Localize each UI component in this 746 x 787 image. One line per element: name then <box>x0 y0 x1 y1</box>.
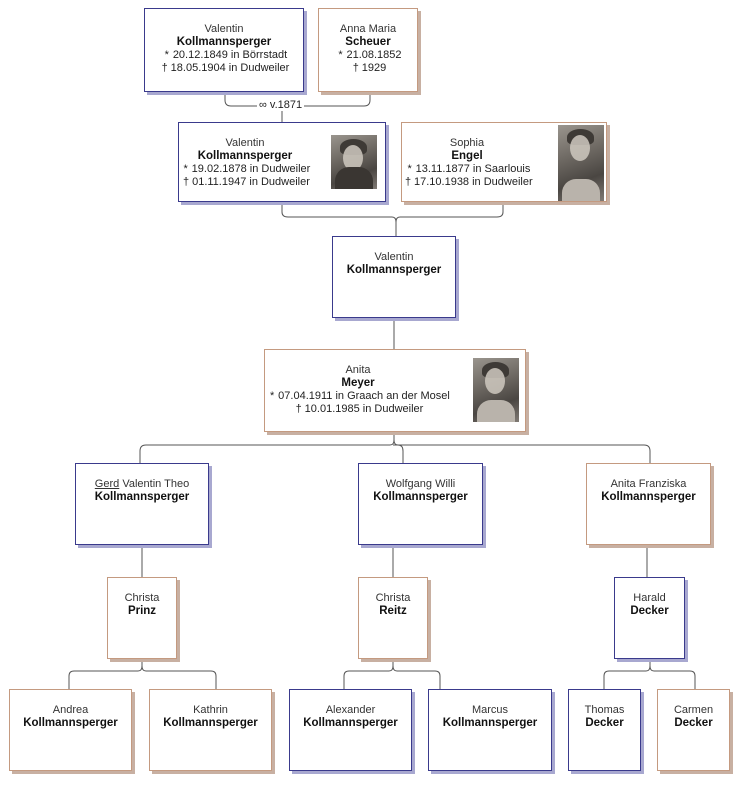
surname: Prinz <box>127 605 157 617</box>
person-box-gc-andrea[interactable]: Andrea Kollmannsperger <box>9 689 132 771</box>
person-box-child-gerd[interactable]: Gerd Valentin Theo Kollmannsperger <box>75 463 209 545</box>
person-box-gc-kathrin[interactable]: Kathrin Kollmannsperger <box>149 689 272 771</box>
portrait-photo[interactable] <box>473 358 519 422</box>
person-box-gc-carmen[interactable]: Carmen Decker <box>657 689 730 771</box>
given-name: Anita Franziska <box>610 478 687 490</box>
person-box-gc-alexander[interactable]: Alexander Kollmannsperger <box>289 689 412 771</box>
death-event: †1929 <box>319 62 417 75</box>
given-name: Kathrin <box>193 704 228 716</box>
surname: Decker <box>585 717 624 729</box>
person-box-spouse[interactable]: Anita Meyer *07.04.1911 in Graach an der… <box>264 349 526 432</box>
call-name: Gerd <box>94 478 120 490</box>
person-box-father[interactable]: Valentin Kollmannsperger *19.02.1878 in … <box>178 122 386 202</box>
death-event: †18.05.1904 in Dudweiler <box>145 62 303 75</box>
death-event: †01.11.1947 in Dudweiler <box>179 176 311 189</box>
given-name: Valentin <box>374 251 414 263</box>
person-box-spouse-prinz[interactable]: Christa Prinz <box>107 577 177 659</box>
given-name: Wolfgang Willi <box>385 478 456 490</box>
surname: Kollmannsperger <box>23 717 118 729</box>
birth-event: *19.02.1878 in Dudweiler <box>179 163 311 176</box>
person-box-spouse-decker[interactable]: Harald Decker <box>614 577 685 659</box>
surname: Meyer <box>341 377 375 389</box>
given-name: Thomas <box>584 704 625 716</box>
death-event: †17.10.1938 in Dudweiler <box>402 176 533 189</box>
birth-event: *21.08.1852 <box>319 49 417 62</box>
surname: Kollmannsperger <box>303 717 398 729</box>
birth-icon: * <box>407 163 412 175</box>
given-name: Anna Maria <box>339 23 397 35</box>
given-name: Andrea <box>52 704 89 716</box>
given-name: Marcus <box>471 704 509 716</box>
person-box-spouse-reitz[interactable]: Christa Reitz <box>358 577 428 659</box>
given-name: Anita <box>345 364 371 376</box>
surname: Kollmannsperger <box>442 717 538 729</box>
given-name: Valentin <box>225 137 265 149</box>
birth-event: *20.12.1849 in Börrstadt <box>145 49 303 62</box>
surname: Kollmannsperger <box>94 491 190 503</box>
given-name: Alexander <box>325 704 376 716</box>
person-box-child-anita[interactable]: Anita Franziska Kollmannsperger <box>586 463 711 545</box>
connector-sp1-gc <box>68 659 217 689</box>
death-icon: † <box>404 176 412 188</box>
death-icon: † <box>295 403 302 415</box>
given-name: Harald <box>633 592 666 604</box>
surname: Kollmannsperger <box>163 717 258 729</box>
surname: Kollmannsperger <box>601 491 696 503</box>
death-event: †10.01.1985 in Dudweiler <box>265 403 451 416</box>
portrait-photo[interactable] <box>558 125 604 201</box>
birth-event: *13.11.1877 in Saarlouis <box>402 163 532 176</box>
surname: Kollmannsperger <box>346 264 442 276</box>
surname: Engel <box>451 150 483 162</box>
birth-event: *07.04.1911 in Graach an der Mosel <box>265 390 451 403</box>
connector-parents <box>281 202 504 223</box>
given-name: Christa <box>124 592 160 604</box>
given-name: Christa <box>375 592 411 604</box>
person-box-grandmother[interactable]: Anna Maria Scheuer *21.08.1852 †1929 <box>318 8 418 92</box>
surname: Reitz <box>379 605 407 617</box>
person-box-gc-marcus[interactable]: Marcus Kollmannsperger <box>428 689 552 771</box>
given-name: Sophia <box>449 137 485 149</box>
connector-children <box>139 432 651 463</box>
connector-sp3-gc <box>603 659 696 689</box>
portrait-photo[interactable] <box>331 135 377 189</box>
surname: Decker <box>630 605 669 617</box>
person-box-root[interactable]: Valentin Kollmannsperger <box>332 236 456 318</box>
surname: Kollmannsperger <box>176 36 272 48</box>
surname: Decker <box>674 717 713 729</box>
surname: Kollmannsperger <box>197 150 293 162</box>
birth-icon: * <box>164 49 169 61</box>
surname: Scheuer <box>345 36 391 48</box>
death-icon: † <box>183 176 190 188</box>
person-box-child-wolfgang[interactable]: Wolfgang Willi Kollmannsperger <box>358 463 483 545</box>
connector-sp2-gc <box>343 659 441 689</box>
death-icon: † <box>161 62 168 74</box>
person-box-mother[interactable]: Sophia Engel *13.11.1877 in Saarlouis †1… <box>401 122 607 202</box>
person-box-grandfather[interactable]: Valentin Kollmannsperger *20.12.1849 in … <box>144 8 304 92</box>
given-name: Carmen <box>673 704 714 716</box>
given-name: Valentin <box>204 23 244 35</box>
given-name: Gerd Valentin Theo <box>94 478 190 490</box>
surname: Kollmannsperger <box>373 491 468 503</box>
birth-icon: * <box>183 163 188 175</box>
birth-icon: * <box>338 49 343 61</box>
birth-icon: * <box>270 390 275 402</box>
marriage-label: ∞ v.1871 <box>257 99 305 111</box>
person-box-gc-thomas[interactable]: Thomas Decker <box>568 689 641 771</box>
death-icon: † <box>352 62 359 74</box>
